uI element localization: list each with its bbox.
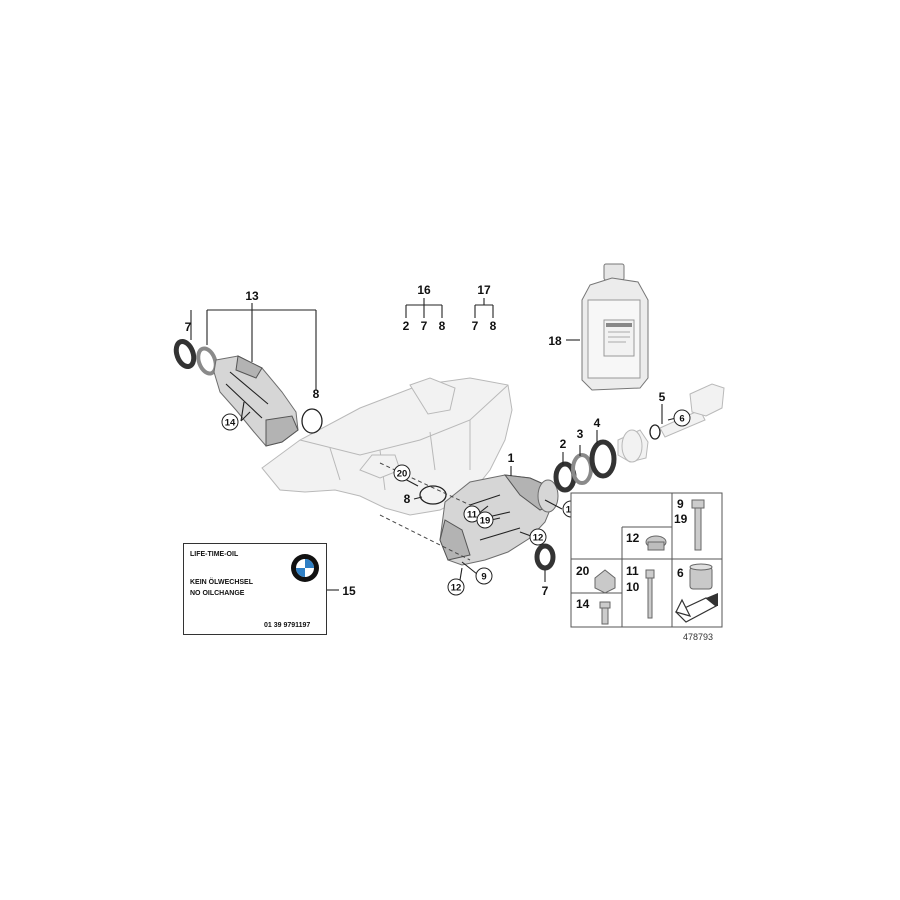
- callout-16: 16: [417, 283, 431, 297]
- svg-text:6: 6: [679, 414, 684, 425]
- seal-ring-7-bottom: [534, 543, 556, 571]
- circled-callouts: 14 6 20 11 19 10 12 9: [221, 409, 691, 596]
- kit-label-12: 12: [626, 531, 640, 545]
- kit-label-14: 14: [576, 597, 590, 611]
- callout-7-bottom: 7: [542, 584, 549, 598]
- svg-text:12: 12: [533, 533, 544, 544]
- arrow-pictogram-icon: [674, 593, 718, 623]
- callout-18: 18: [548, 334, 562, 348]
- kit-label-9: 9: [677, 497, 684, 511]
- fastener-kit-grid: 9 19 12 20 11 10 6 14: [570, 492, 723, 628]
- seal-ring-4: [589, 439, 617, 479]
- o-ring-8-mid: [419, 485, 447, 505]
- sticker-line-3: NO OILCHANGE: [190, 590, 245, 597]
- sticker-part-number: 01 39 9791197: [264, 622, 311, 629]
- right-seal-stack: [534, 439, 617, 571]
- callout-17-item-7: 7: [472, 319, 479, 333]
- callout-4: 4: [594, 416, 601, 430]
- o-ring-8-top: [301, 408, 323, 434]
- seal-ring-7-left: [173, 338, 197, 370]
- oil-sticker-label: LIFE-TIME-OIL KEIN ÖLWECHSEL NO OILCHANG…: [183, 543, 327, 635]
- callout-13: 13: [245, 289, 259, 303]
- callout-16-item-8: 8: [439, 319, 446, 333]
- oil-bottle: [581, 263, 649, 391]
- circled-callout-12-left: 12: [447, 578, 465, 596]
- callout-8-mid: 8: [404, 492, 411, 506]
- bmw-logo-icon: [291, 554, 319, 582]
- kit-label-19: 19: [674, 512, 688, 526]
- svg-text:19: 19: [480, 516, 491, 527]
- circled-callout-20: 20: [393, 464, 411, 482]
- callout-7-top: 7: [185, 320, 192, 334]
- callout-2: 2: [560, 437, 567, 451]
- svg-text:12: 12: [451, 583, 462, 594]
- callout-5: 5: [659, 390, 666, 404]
- svg-text:11: 11: [467, 510, 478, 521]
- oil-sump-ghost: [261, 377, 513, 516]
- svg-text:20: 20: [397, 469, 408, 480]
- ring-5: [649, 424, 661, 440]
- sticker-line-1: LIFE-TIME-OIL: [190, 551, 239, 558]
- callout-labels: 13 7 8 16 2 7 8 17 7 8 18 1 2 3 4 5 8 7 …: [185, 283, 666, 598]
- drive-shaft-ghost: [617, 383, 725, 463]
- svg-text:9: 9: [481, 572, 486, 583]
- callout-1: 1: [508, 451, 515, 465]
- kit-label-11: 11: [626, 564, 639, 578]
- svg-text:14: 14: [225, 418, 236, 429]
- seal-ring-left-2: [196, 346, 218, 376]
- kit-label-10: 10: [626, 580, 640, 594]
- callout-15: 15: [342, 584, 356, 598]
- callout-8-top: 8: [313, 387, 320, 401]
- callout-17-item-8: 8: [490, 319, 497, 333]
- flange-housing-assembly: [173, 338, 323, 447]
- callout-17: 17: [477, 283, 491, 297]
- diagram-reference-number: 478793: [683, 632, 714, 642]
- callout-16-item-7: 7: [421, 319, 428, 333]
- kit-label-20: 20: [576, 564, 590, 578]
- callout-3: 3: [577, 427, 584, 441]
- circled-callout-6: 6: [673, 409, 691, 427]
- circled-callout-12-right: 12: [529, 528, 547, 546]
- seal-ring-3: [571, 453, 593, 485]
- circled-callout-14: 14: [221, 413, 239, 431]
- callout-16-item-2: 2: [403, 319, 410, 333]
- kit-label-6: 6: [677, 566, 684, 580]
- circled-callout-19: 19: [476, 511, 494, 529]
- sticker-line-2: KEIN ÖLWECHSEL: [190, 579, 254, 586]
- circled-callout-9: 9: [475, 567, 493, 585]
